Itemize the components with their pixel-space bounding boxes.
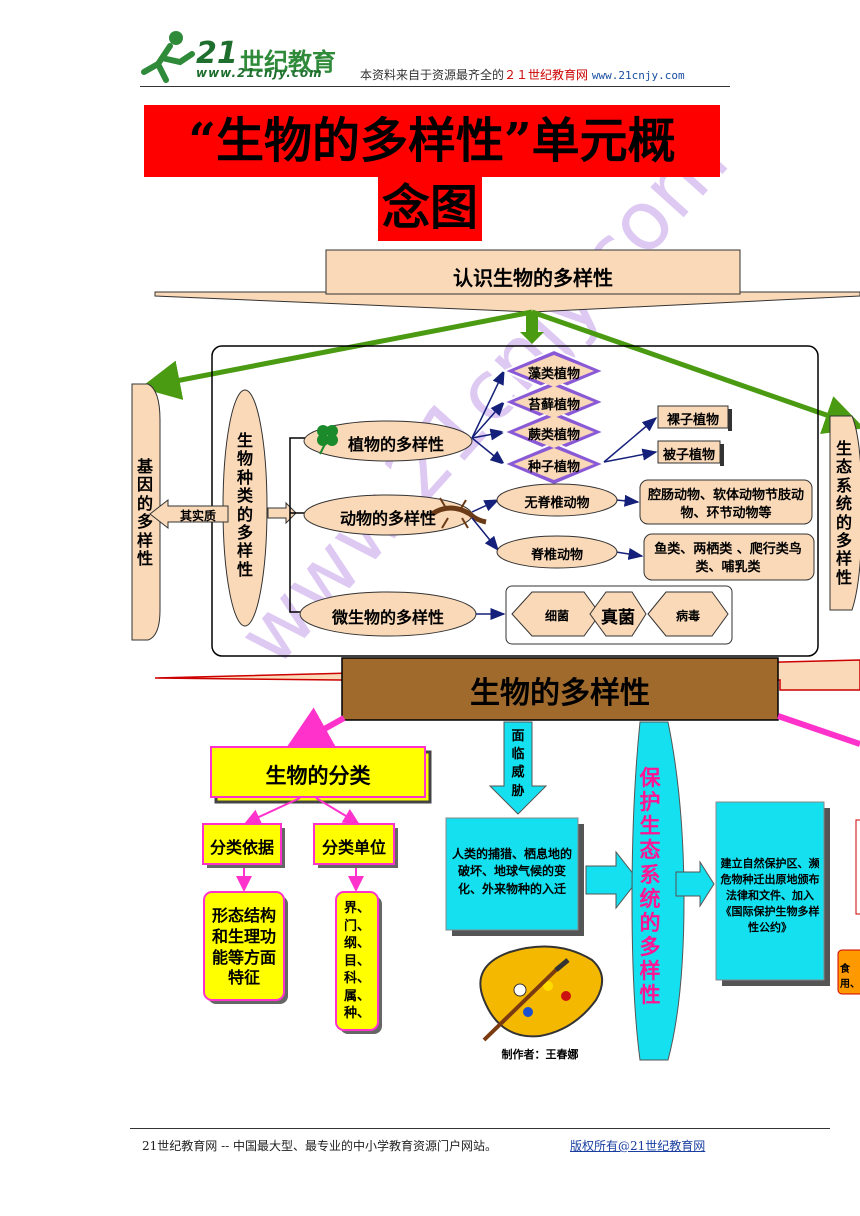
- arrow-to-protect: [585, 850, 639, 910]
- essence-arrow: [149, 498, 229, 530]
- logo-text: 世纪教育: [240, 48, 336, 76]
- logo-runner-icon: [141, 31, 195, 83]
- units-label: 分类单位: [321, 838, 386, 857]
- invertebrate-list-box: [639, 479, 813, 525]
- essence-label: 其实质: [179, 509, 216, 523]
- classification-arrows: [236, 797, 364, 892]
- gymnosperm-label: 裸子植物: [666, 413, 719, 428]
- arrow-to-classification: [283, 707, 346, 752]
- partial-use-box: [837, 949, 860, 995]
- microbe-diversity-label: 微生物的多样性: [331, 608, 444, 627]
- animal-branch-lines: [471, 494, 644, 620]
- plant-algae: 藻类植物: [527, 367, 580, 382]
- center-banner: [154, 657, 860, 721]
- plant-ellipse: [303, 420, 473, 462]
- footer-text: 21世纪教育网 -- 中国最大型、最专业的中小学教育资源门户网站。: [142, 1139, 498, 1153]
- invertebrate-list: 腔肠动物、软体动物节肢动物、环节动物等: [648, 488, 805, 521]
- basis-box: [202, 823, 282, 865]
- basis-detail-box: [203, 891, 285, 1001]
- logo-url: www.21cnjy.com: [196, 66, 323, 80]
- ecosystem-diversity-label: 生态系统的多样性: [835, 439, 852, 587]
- plant-seed: 种子植物: [527, 460, 580, 475]
- microbe-fungi: 真菌: [601, 608, 635, 628]
- microbe-virus: 病毒: [675, 609, 700, 623]
- angiosperm-label: 被子植物: [662, 448, 715, 463]
- footer-copyright-link[interactable]: 版权所有@21世纪教育网: [570, 1139, 706, 1153]
- logo-number: 21: [196, 36, 238, 71]
- species-box: [211, 345, 819, 657]
- center-banner-label: 生物的多样性: [470, 676, 650, 711]
- arrow-to-gene: [140, 309, 533, 400]
- measures-text: 建立自然保护区、濒危物种迁出原地颁布法律和文件、加入《国际保护生物多样性公约》: [720, 857, 820, 934]
- units-detail-box: [335, 891, 379, 1031]
- top-banner-label: 认识生物的多样性: [453, 266, 613, 290]
- plant-diversity-label: 植物的多样性: [347, 435, 444, 454]
- measures-box: [715, 801, 825, 981]
- basis-label: 分类依据: [209, 838, 274, 857]
- vertebrate-ellipse: [496, 535, 618, 569]
- units-box: [313, 823, 395, 865]
- plant-branch-lines: [471, 369, 658, 465]
- page-title-line1: “生物的多样性”单元概: [144, 105, 720, 177]
- arrow-to-species: [520, 312, 544, 344]
- units-detail: 界、门、纲、目、科、属、种、: [343, 901, 370, 1022]
- gene-diversity-label: 基因的多样性: [136, 457, 153, 568]
- gene-diversity-shape: [131, 383, 161, 641]
- arrow-to-ecosystem: [531, 309, 860, 434]
- header-prefix: 本资料来自于资源最齐全的: [360, 68, 505, 82]
- species-diversity-label: 生物种类的多样性: [236, 431, 253, 579]
- vertebrate-list: 鱼类、两栖类 、爬行类鸟类、哺乳类: [654, 542, 802, 575]
- arrow-to-right: [777, 713, 860, 747]
- author-label: 制作者：王春娜: [501, 1048, 579, 1061]
- branch-bracket: [289, 437, 306, 613]
- threats-text: 人类的捕猎、栖息地的破坏、地球气候的变化、外来物种的入迁: [451, 847, 572, 896]
- vertebrate-label: 脊椎动物: [530, 548, 583, 563]
- microbe-bacteria: 细菌: [544, 609, 569, 623]
- page-title-line2: 念图: [378, 177, 482, 241]
- protect-shape: [631, 721, 685, 1061]
- plant-fern: 蕨类植物: [527, 428, 580, 443]
- clover-icon: [317, 425, 338, 455]
- palette-icon: [479, 945, 603, 1042]
- basis-detail: 形态结构和生理功能等方面特征: [211, 906, 276, 988]
- header-url-link[interactable]: www.21cnjy.com: [591, 69, 685, 82]
- top-banner: [154, 249, 860, 313]
- ecosystem-diversity-shape: [829, 415, 860, 611]
- header-source: 本资料来自于资源最齐全的２１世纪教育网 www.21cnjy.com: [360, 66, 685, 83]
- threat-arrow: [488, 721, 548, 815]
- species-to-branches-arrow: [267, 501, 297, 525]
- invertebrate-label: 无脊椎动物: [524, 496, 590, 511]
- protect-label: 保护生态系统的多样性: [639, 766, 661, 1008]
- header-divider: [140, 86, 730, 87]
- animal-diversity-label: 动物的多样性: [339, 509, 436, 528]
- footer-divider: [130, 1128, 830, 1129]
- header-site-link[interactable]: ２１世纪教育网: [504, 68, 589, 82]
- plant-moss: 苔藓植物: [527, 398, 580, 413]
- plant-diamond-fill: [514, 355, 594, 480]
- threats-box: [445, 817, 579, 931]
- classification-label: 生物的分类: [265, 764, 371, 788]
- lizard-icon: [430, 497, 487, 529]
- invertebrate-ellipse: [496, 483, 618, 517]
- arrow-to-measures: [675, 860, 715, 908]
- partial-use-label: 食用、: [840, 964, 860, 990]
- vertebrate-list-box: [643, 533, 815, 581]
- threat-label: 面临威胁: [511, 729, 525, 799]
- partial-right-box: [855, 819, 860, 915]
